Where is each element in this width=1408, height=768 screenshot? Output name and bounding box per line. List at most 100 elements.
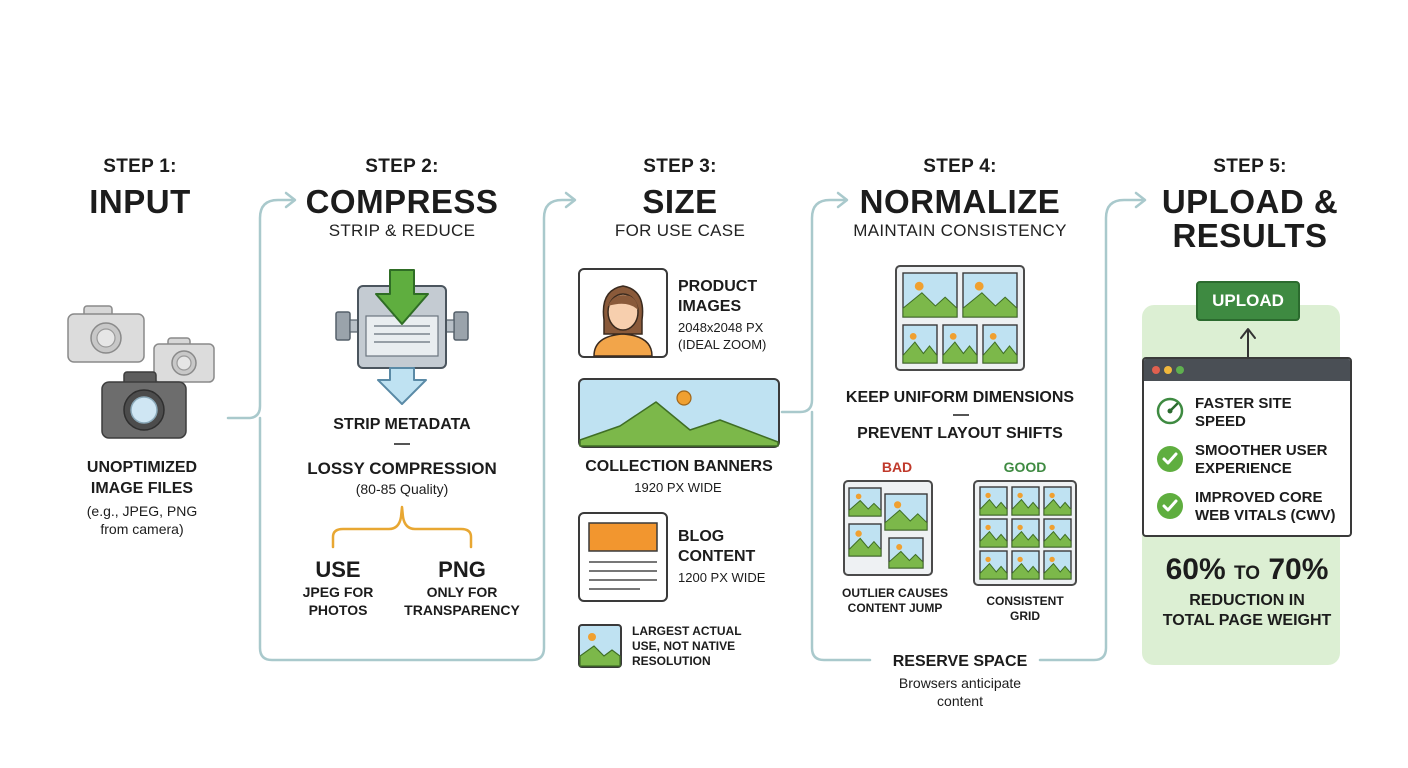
bad-label: BAD bbox=[881, 459, 913, 475]
camera-icons bbox=[67, 305, 215, 439]
blog-title-line2: CONTENT bbox=[678, 548, 756, 565]
step4-title: NORMALIZE bbox=[859, 183, 1061, 220]
product-detail-line2: (IDEAL ZOOM) bbox=[678, 337, 767, 352]
banner-title: COLLECTION BANNERS bbox=[585, 458, 773, 475]
person-icon bbox=[593, 285, 653, 357]
step1-title: INPUT bbox=[89, 183, 191, 220]
bad-caption-line1: OUTLIER CAUSES bbox=[841, 586, 948, 600]
uniform-dimensions-label: KEEP UNIFORM DIMENSIONS bbox=[845, 389, 1075, 406]
step5-label: STEP 5: bbox=[1213, 156, 1287, 177]
browser-titlebar bbox=[1144, 359, 1350, 381]
divider-dash-2 bbox=[953, 414, 969, 416]
window-dot-green bbox=[1176, 366, 1184, 374]
strip-metadata-label: STRIP METADATA bbox=[333, 416, 471, 433]
reduction-stat: 60% TO 70% bbox=[1142, 553, 1352, 587]
step4-label: STEP 4: bbox=[923, 156, 997, 177]
good-caption-line2: GRID bbox=[1010, 609, 1040, 623]
reserve-desc-line1: Browsers anticipate bbox=[898, 675, 1022, 691]
reserve-space-label: RESERVE SPACE bbox=[892, 653, 1028, 670]
good-label: GOOD bbox=[1003, 459, 1047, 475]
bad-thumb-3 bbox=[848, 523, 882, 557]
connector-2-3 bbox=[258, 198, 576, 662]
window-dot-yellow bbox=[1164, 366, 1172, 374]
connector-4-5 bbox=[1038, 198, 1146, 662]
benefit2-line1: SMOOTHER USER bbox=[1195, 442, 1328, 459]
small-landscape-icon bbox=[579, 633, 621, 667]
checkmark-icon-2 bbox=[1157, 493, 1183, 519]
benefit1-line2: SPEED bbox=[1195, 413, 1246, 430]
bad-thumb-1 bbox=[848, 487, 882, 517]
product-title-line2: IMAGES bbox=[678, 298, 742, 315]
step1-desc-line3: (e.g., JPEG, PNG bbox=[86, 503, 198, 519]
stat-desc-line1: REDUCTION IN bbox=[1189, 592, 1305, 609]
upload-button[interactable]: UPLOAD bbox=[1196, 281, 1300, 321]
connector-3-4-down bbox=[810, 410, 872, 662]
uniform-thumb-4 bbox=[942, 324, 978, 364]
connector-1-2 bbox=[226, 198, 296, 420]
uniform-thumb-5 bbox=[982, 324, 1018, 364]
step2-subtitle: STRIP & REDUCE bbox=[328, 221, 476, 240]
note-line2: USE, NOT NATIVE bbox=[632, 639, 736, 653]
bad-caption-line2: CONTENT JUMP bbox=[847, 601, 943, 615]
divider-dash bbox=[394, 443, 410, 445]
note-line1: LARGEST ACTUAL bbox=[632, 624, 742, 638]
bad-thumb-2 bbox=[884, 493, 928, 531]
uniform-thumb-2 bbox=[962, 272, 1018, 318]
reserve-desc-line2: content bbox=[937, 693, 983, 709]
camera-icon-large bbox=[101, 371, 187, 439]
step3-label: STEP 3: bbox=[643, 156, 717, 177]
good-grid-icon bbox=[973, 480, 1077, 586]
bad-grid-icon bbox=[843, 480, 933, 576]
banner-detail: 1920 PX WIDE bbox=[634, 480, 722, 495]
step1-desc-line2: IMAGE FILES bbox=[90, 480, 194, 497]
browser-window bbox=[1142, 357, 1352, 537]
use-jpeg-line1: JPEG FOR bbox=[302, 584, 374, 600]
quality-label: (80-85 Quality) bbox=[355, 481, 449, 497]
good-thumb-2 bbox=[1011, 486, 1040, 516]
benefit1-line1: FASTER SITE bbox=[1195, 395, 1292, 412]
png-title: PNG bbox=[438, 557, 486, 582]
uniform-thumb-1 bbox=[902, 272, 958, 318]
benefit3-line1: IMPROVED CORE bbox=[1195, 489, 1323, 506]
step2-label: STEP 2: bbox=[365, 156, 439, 177]
blog-detail: 1200 PX WIDE bbox=[678, 570, 766, 585]
stat-from: 60% bbox=[1165, 553, 1226, 586]
branch-bracket bbox=[331, 505, 473, 549]
use-jpeg-title: USE bbox=[315, 557, 361, 582]
uniform-grid-icon bbox=[895, 265, 1025, 371]
good-thumb-8 bbox=[1011, 550, 1040, 580]
arrowhead-3-4 bbox=[836, 191, 849, 209]
good-thumb-1 bbox=[979, 486, 1008, 516]
good-thumb-9 bbox=[1043, 550, 1072, 580]
step3-title: SIZE bbox=[642, 183, 718, 220]
product-detail-line1: 2048x2048 PX bbox=[678, 320, 764, 335]
lossy-compression-label: LOSSY COMPRESSION bbox=[307, 459, 497, 478]
connector-3-4 bbox=[780, 198, 848, 414]
benefit2-line2: EXPERIENCE bbox=[1195, 460, 1292, 477]
window-dot-red bbox=[1152, 366, 1160, 374]
product-title-line1: PRODUCT bbox=[678, 278, 758, 295]
step3-subtitle: FOR USE CASE bbox=[614, 221, 746, 240]
png-line2: TRANSPARENCY bbox=[404, 602, 520, 618]
compress-machine-icon bbox=[335, 269, 469, 405]
step5-title-line1: UPLOAD & bbox=[1161, 183, 1339, 220]
good-thumb-3 bbox=[1043, 486, 1072, 516]
camera-icon-small-right bbox=[153, 337, 215, 383]
step1-desc-line1: UNOPTIMIZED bbox=[86, 459, 198, 476]
blog-title-line1: BLOG bbox=[678, 528, 725, 545]
uniform-thumb-3 bbox=[902, 324, 938, 364]
arrowhead-2-3 bbox=[564, 191, 577, 209]
benefit3-line2: WEB VITALS (CWV) bbox=[1195, 507, 1336, 524]
arrowhead-4-5 bbox=[1134, 191, 1147, 209]
good-caption-line1: CONSISTENT bbox=[986, 594, 1064, 608]
note-line3: RESOLUTION bbox=[632, 654, 711, 668]
step1-desc-line4: from camera) bbox=[100, 521, 184, 537]
use-jpeg-line2: PHOTOS bbox=[308, 602, 368, 618]
good-thumb-5 bbox=[1011, 518, 1040, 548]
arrowhead-1-2 bbox=[284, 191, 297, 209]
prevent-shifts-label: PREVENT LAYOUT SHIFTS bbox=[857, 425, 1063, 442]
checkmark-icon-1 bbox=[1157, 446, 1183, 472]
camera-icon-small-left bbox=[67, 305, 145, 363]
banner-landscape-icon bbox=[579, 390, 779, 447]
